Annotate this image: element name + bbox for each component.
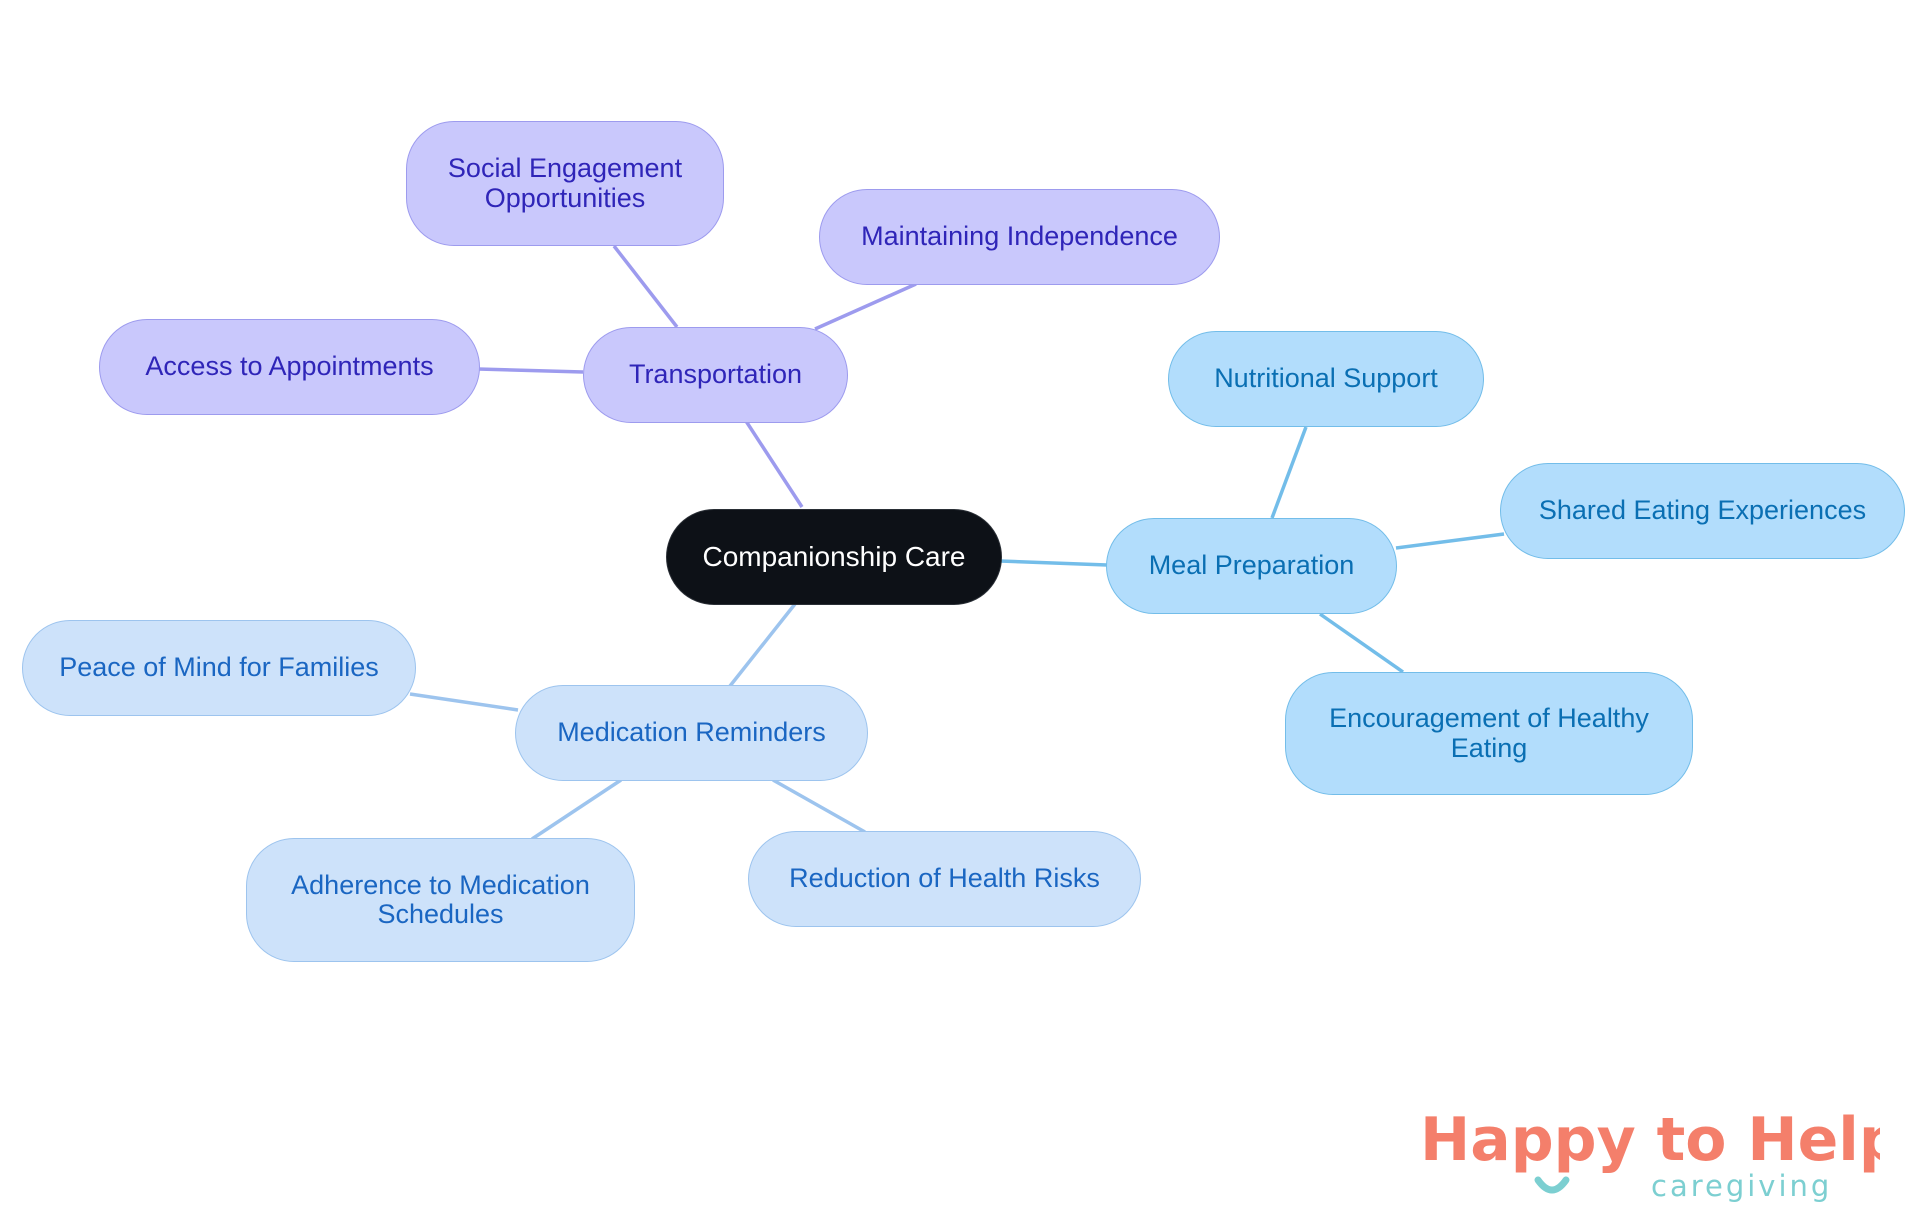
edge-medication-adherence	[531, 778, 622, 841]
node-transportation[interactable]: Transportation	[583, 327, 848, 423]
logo-wordmark: Happy to Help	[1420, 1108, 1880, 1175]
smile-icon	[1534, 1176, 1570, 1194]
edge-root-transportation	[742, 417, 804, 508]
happy-to-help-logo: Happy to Help caregiving	[1420, 1108, 1880, 1203]
edge-root-medication-reminders	[728, 602, 797, 688]
edge-medication-peace-of-mind	[409, 692, 519, 712]
edge-transportation-social-engagement	[612, 244, 679, 329]
edge-meal-nutritional-support	[1270, 426, 1308, 519]
edge-root-meal-preparation	[999, 559, 1108, 567]
node-maintaining-independence[interactable]: Maintaining Independence	[819, 189, 1220, 285]
node-encouragement-of-healthy-eating[interactable]: Encouragement of Healthy Eating	[1285, 672, 1693, 795]
edge-transportation-independence	[814, 282, 917, 331]
node-adherence-to-medication-schedules[interactable]: Adherence to Medication Schedules	[246, 838, 635, 962]
node-meal-preparation[interactable]: Meal Preparation	[1106, 518, 1397, 614]
logo-tagline: caregiving	[1651, 1169, 1832, 1203]
node-social-engagement-opportunities[interactable]: Social Engagement Opportunities	[406, 121, 724, 246]
root-node-companionship-care[interactable]: Companionship Care	[666, 509, 1002, 605]
edge-meal-healthy-eating	[1318, 612, 1405, 674]
node-reduction-of-health-risks[interactable]: Reduction of Health Risks	[748, 831, 1141, 927]
node-medication-reminders[interactable]: Medication Reminders	[515, 685, 868, 781]
node-peace-of-mind-for-families[interactable]: Peace of Mind for Families	[22, 620, 416, 716]
node-shared-eating-experiences[interactable]: Shared Eating Experiences	[1500, 463, 1905, 559]
node-nutritional-support[interactable]: Nutritional Support	[1168, 331, 1484, 427]
edge-transportation-appointments	[477, 367, 584, 374]
node-access-to-appointments[interactable]: Access to Appointments	[99, 319, 480, 415]
edge-meal-shared-eating	[1395, 532, 1505, 550]
edge-medication-health-risks	[772, 778, 866, 834]
